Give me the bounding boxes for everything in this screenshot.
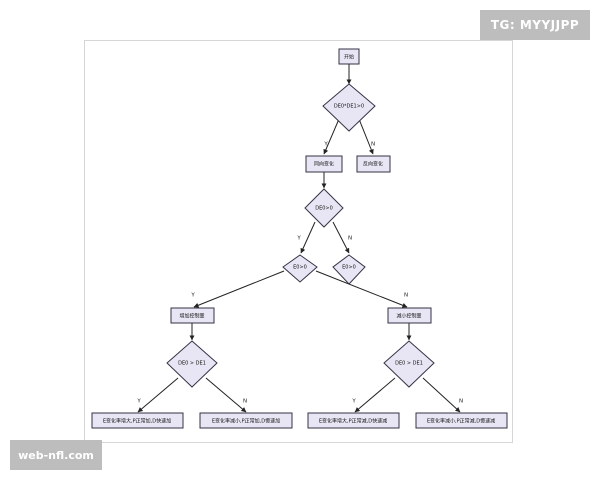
decision-compare-right-label: DE0 > DE1 [395, 361, 423, 367]
node-same-sign: 同向变化 [305, 155, 343, 173]
label-no-cmp-left: N [243, 399, 247, 405]
edge-product-to-same [323, 118, 340, 155]
edge-cmp-right-to-leaf4 [422, 377, 461, 413]
decision-compare-left-label: DE0 > DE1 [178, 361, 206, 367]
tg-badge: TG: MYYJJPP [480, 10, 590, 40]
node-leaf-3: E变化率增大,P正常减,D快速减 [307, 412, 400, 429]
decision-de0-label: DE0>0 [315, 206, 333, 212]
node-opp-sign: 反向变化 [356, 155, 391, 173]
decision-e0-left: E0>0 [282, 254, 318, 283]
label-no-e0: N [404, 293, 408, 299]
decision-de0: DE0>0 [304, 188, 344, 228]
node-decrease-label: 减小控制量 [396, 313, 421, 320]
edge-e0-to-decrease [315, 270, 408, 308]
decision-product: DE0*DE1>0 [322, 83, 376, 132]
decision-e0-right: E0>0 [332, 254, 366, 285]
node-increase-label: 增加控制量 [179, 313, 204, 320]
node-leaf-2: E变化率减小,P正常加,D慢速加 [199, 412, 293, 429]
edge-product-to-opp [358, 118, 374, 155]
decision-e0-right-label: E0>0 [342, 265, 356, 271]
node-decrease: 减小控制量 [387, 307, 432, 324]
node-leaf-3-label: E变化率增大,P正常减,D快速减 [319, 418, 387, 425]
label-yes-de0: Y [296, 236, 301, 242]
edge-de0-to-e0-left [300, 221, 316, 254]
node-leaf-4-label: E变化率减小,P正常减,D慢速减 [427, 418, 495, 425]
label-yes-cmp-right: Y [351, 399, 356, 405]
label-yes-e0: Y [190, 293, 195, 299]
decision-product-label: DE0*DE1>0 [334, 104, 364, 110]
edge-cmp-left-to-leaf2 [205, 377, 247, 413]
node-same-sign-label: 同向变化 [314, 161, 334, 168]
node-leaf-1-label: E变化率增大,P正常加,D快速加 [103, 418, 171, 425]
diagram-frame [84, 40, 513, 443]
edge-e0-to-increase [193, 270, 285, 308]
decision-compare-right: DE0 > DE1 [383, 340, 435, 388]
node-start-label: 开始 [344, 54, 354, 61]
node-leaf-2-label: E变化率减小,P正常加,D慢速加 [212, 418, 280, 425]
edge-de0-to-e0-right [332, 221, 350, 254]
node-increase: 增加控制量 [170, 307, 215, 324]
decision-compare-left: DE0 > DE1 [166, 340, 218, 388]
label-yes-product: Y [323, 142, 328, 148]
label-no-product: N [371, 142, 375, 148]
site-watermark: web-nfl.com [10, 440, 102, 470]
label-no-de0: N [348, 236, 352, 242]
label-no-cmp-right: N [459, 399, 463, 405]
edge-cmp-right-to-leaf3 [354, 377, 396, 413]
edge-cmp-left-to-leaf1 [137, 377, 179, 413]
node-start: 开始 [338, 48, 360, 65]
label-yes-cmp-left: Y [136, 399, 141, 405]
node-leaf-4: E变化率减小,P正常减,D慢速减 [415, 412, 508, 429]
node-leaf-1: E变化率增大,P正常加,D快速加 [91, 412, 184, 429]
decision-e0-left-label: E0>0 [293, 265, 307, 271]
node-opp-sign-label: 反向变化 [363, 161, 383, 168]
